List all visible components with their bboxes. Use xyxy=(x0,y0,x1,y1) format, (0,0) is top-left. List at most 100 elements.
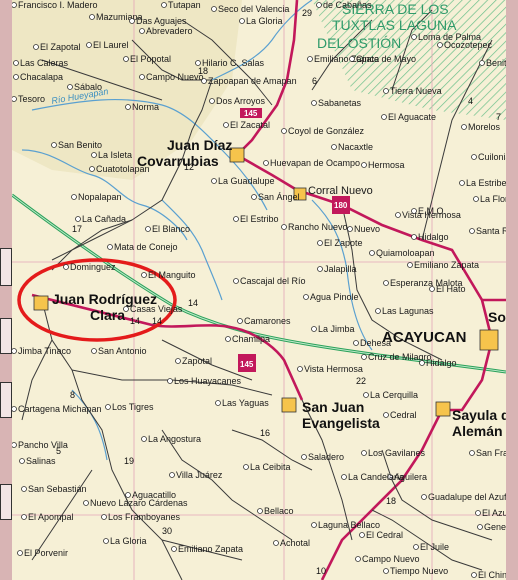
city-sayula-2[interactable]: Alemán xyxy=(452,423,503,439)
city-acayucan[interactable]: ACAYUCAN xyxy=(382,329,466,346)
place-label[interactable]: La Florida xyxy=(480,194,506,204)
place-label[interactable]: Tesoro xyxy=(18,94,45,104)
place-label[interactable]: Aguilera xyxy=(394,472,427,482)
place-label[interactable]: Jalapilla xyxy=(324,264,357,274)
place-label[interactable]: San Sebastián xyxy=(28,484,87,494)
city-juan-rodriguez-clara-1[interactable]: Juan Rodríguez xyxy=(52,291,157,307)
place-label[interactable]: Norma xyxy=(132,102,159,112)
place-label[interactable]: Las Yaguas xyxy=(222,398,269,408)
city-san-juan-evangelista-1[interactable]: San Juan xyxy=(302,399,364,415)
place-label[interactable]: La Gloria xyxy=(246,16,283,26)
place-label[interactable]: Campo Nuevo xyxy=(146,72,204,82)
place-label[interactable]: El Popotal xyxy=(130,54,171,64)
place-label[interactable]: Tutapan xyxy=(168,0,201,10)
place-label[interactable]: Sabanetas xyxy=(318,98,362,108)
place-label[interactable]: El Estribo xyxy=(240,214,279,224)
place-label[interactable]: La Jimba xyxy=(318,324,355,334)
place-label[interactable]: El Zacatal xyxy=(230,120,270,130)
place-label[interactable]: Chamilpa xyxy=(232,334,270,344)
place-label[interactable]: Los Gavilanes xyxy=(368,448,426,458)
place-label[interactable]: Villa Juárez xyxy=(176,470,223,480)
place-label[interactable]: General Miguel Alemán xyxy=(484,522,506,532)
place-label[interactable]: La Cerquilla xyxy=(370,390,418,400)
place-label[interactable]: Nopalapan xyxy=(78,192,122,202)
place-label[interactable]: Ocozotepec xyxy=(444,40,493,50)
place-label[interactable]: El Blanco xyxy=(152,224,190,234)
place-label[interactable]: Las Lagunas xyxy=(382,306,434,316)
place-label[interactable]: La Estribera xyxy=(466,178,506,188)
place-label[interactable]: Vista Hermosa xyxy=(402,210,461,220)
place-label[interactable]: Vista Hermosa xyxy=(304,364,363,374)
place-label[interactable]: Hermosa xyxy=(368,160,405,170)
place-label[interactable]: Casas Viejas xyxy=(130,304,183,314)
city-corral-nuevo[interactable]: Corral Nuevo xyxy=(308,185,373,197)
place-label[interactable]: Zapoapan de Amapan xyxy=(208,76,297,86)
place-label[interactable]: San Benito xyxy=(58,140,102,150)
place-label[interactable]: Pancho Villa xyxy=(18,440,68,450)
place-label[interactable]: Jimba Tinaco xyxy=(18,346,71,356)
place-label[interactable]: Cedral xyxy=(390,410,417,420)
place-label[interactable]: Quiamoloapan xyxy=(376,248,435,258)
place-label[interactable]: Hilario C. Salas xyxy=(202,58,265,68)
city-so[interactable]: So xyxy=(488,309,506,325)
place-label[interactable]: Morelos xyxy=(468,122,501,132)
place-label[interactable]: Salinas xyxy=(26,456,56,466)
place-label[interactable]: Emiliano Zapata xyxy=(314,54,379,64)
place-label[interactable]: Mazumiapa xyxy=(96,12,143,22)
city-juan-diaz-covarrubias-2[interactable]: Covarrubias xyxy=(137,153,219,169)
place-label[interactable]: Los Framboyanes xyxy=(108,512,181,522)
place-label[interactable]: San Ángel xyxy=(258,192,300,202)
place-label[interactable]: Tiempo Nuevo xyxy=(390,566,448,576)
place-label[interactable]: Chacalapa xyxy=(20,72,63,82)
road-map[interactable]: Río Hueyapan xyxy=(12,0,506,580)
place-label[interactable]: Nacaxtle xyxy=(338,142,373,152)
place-label[interactable]: La Isleta xyxy=(98,150,132,160)
place-label[interactable]: Dos Arroyos xyxy=(216,96,266,106)
place-label[interactable]: Huevapan de Ocampo xyxy=(270,158,360,168)
place-label[interactable]: El Zapote xyxy=(324,238,363,248)
place-label[interactable]: Esperanza Malota xyxy=(390,278,463,288)
place-label[interactable]: Hidalgo xyxy=(426,358,457,368)
place-label[interactable]: El Apompal xyxy=(28,512,74,522)
place-label[interactable]: San Antonio xyxy=(98,346,147,356)
place-label[interactable]: Francisco I. Madero xyxy=(18,0,98,10)
place-label[interactable]: Rancho Nuevo xyxy=(288,222,348,232)
place-label[interactable]: Hidalgo xyxy=(418,232,449,242)
place-label[interactable]: El Juile xyxy=(420,542,449,552)
place-label[interactable]: Saladero xyxy=(308,452,344,462)
place-label[interactable]: Cascajal del Río xyxy=(240,276,306,286)
place-label[interactable]: El Aguacate xyxy=(388,112,436,122)
place-label[interactable]: La Gloria xyxy=(110,536,147,546)
place-label[interactable]: El Hato xyxy=(436,284,466,294)
place-label[interactable]: E.M.O. xyxy=(418,206,446,216)
place-label[interactable]: Sábalo xyxy=(74,82,102,92)
place-label[interactable]: Laguna Bellaco xyxy=(318,520,380,530)
place-label[interactable]: Los Tigres xyxy=(112,402,154,412)
city-juan-diaz-covarrubias-1[interactable]: Juan Díaz xyxy=(167,137,232,153)
place-label[interactable]: Loma de Palma xyxy=(418,32,481,42)
place-label[interactable]: La Ceibita xyxy=(250,462,291,472)
place-label[interactable]: San Francisco del Mora xyxy=(476,448,506,458)
city-sayula-1[interactable]: Sayula d xyxy=(452,407,506,423)
place-label[interactable]: Guadalupe del Azufre xyxy=(428,492,506,502)
place-label[interactable]: Cinco de Mayo xyxy=(356,54,416,64)
place-label[interactable]: La Angostura xyxy=(148,434,201,444)
place-label[interactable]: Cartagena Michapan xyxy=(18,404,102,414)
place-label[interactable]: Nuevo xyxy=(354,224,380,234)
place-label[interactable]: Santa Rita xyxy=(476,226,506,236)
place-label[interactable]: Coyol de González xyxy=(288,126,365,136)
place-label[interactable]: El Porvenir xyxy=(24,548,68,558)
place-label[interactable]: Achotal xyxy=(280,538,310,548)
place-label[interactable]: Emiliano Zapata xyxy=(178,544,243,554)
place-label[interactable]: Bellaco xyxy=(264,506,294,516)
place-label[interactable]: La Candelaria xyxy=(348,472,404,482)
place-label[interactable]: El Chinaco xyxy=(478,570,506,580)
place-label[interactable]: El Cedral xyxy=(366,530,403,540)
place-label[interactable]: El Manguito xyxy=(148,270,196,280)
city-juan-rodriguez-clara-2[interactable]: Clara xyxy=(90,307,125,323)
place-label[interactable]: La Cañada xyxy=(82,214,126,224)
city-san-juan-evangelista-2[interactable]: Evangelista xyxy=(302,415,380,431)
place-label[interactable]: Cuilonia Viejo xyxy=(478,152,506,162)
place-label[interactable]: El Laurel xyxy=(93,40,129,50)
place-label[interactable]: Dehesa xyxy=(360,338,391,348)
